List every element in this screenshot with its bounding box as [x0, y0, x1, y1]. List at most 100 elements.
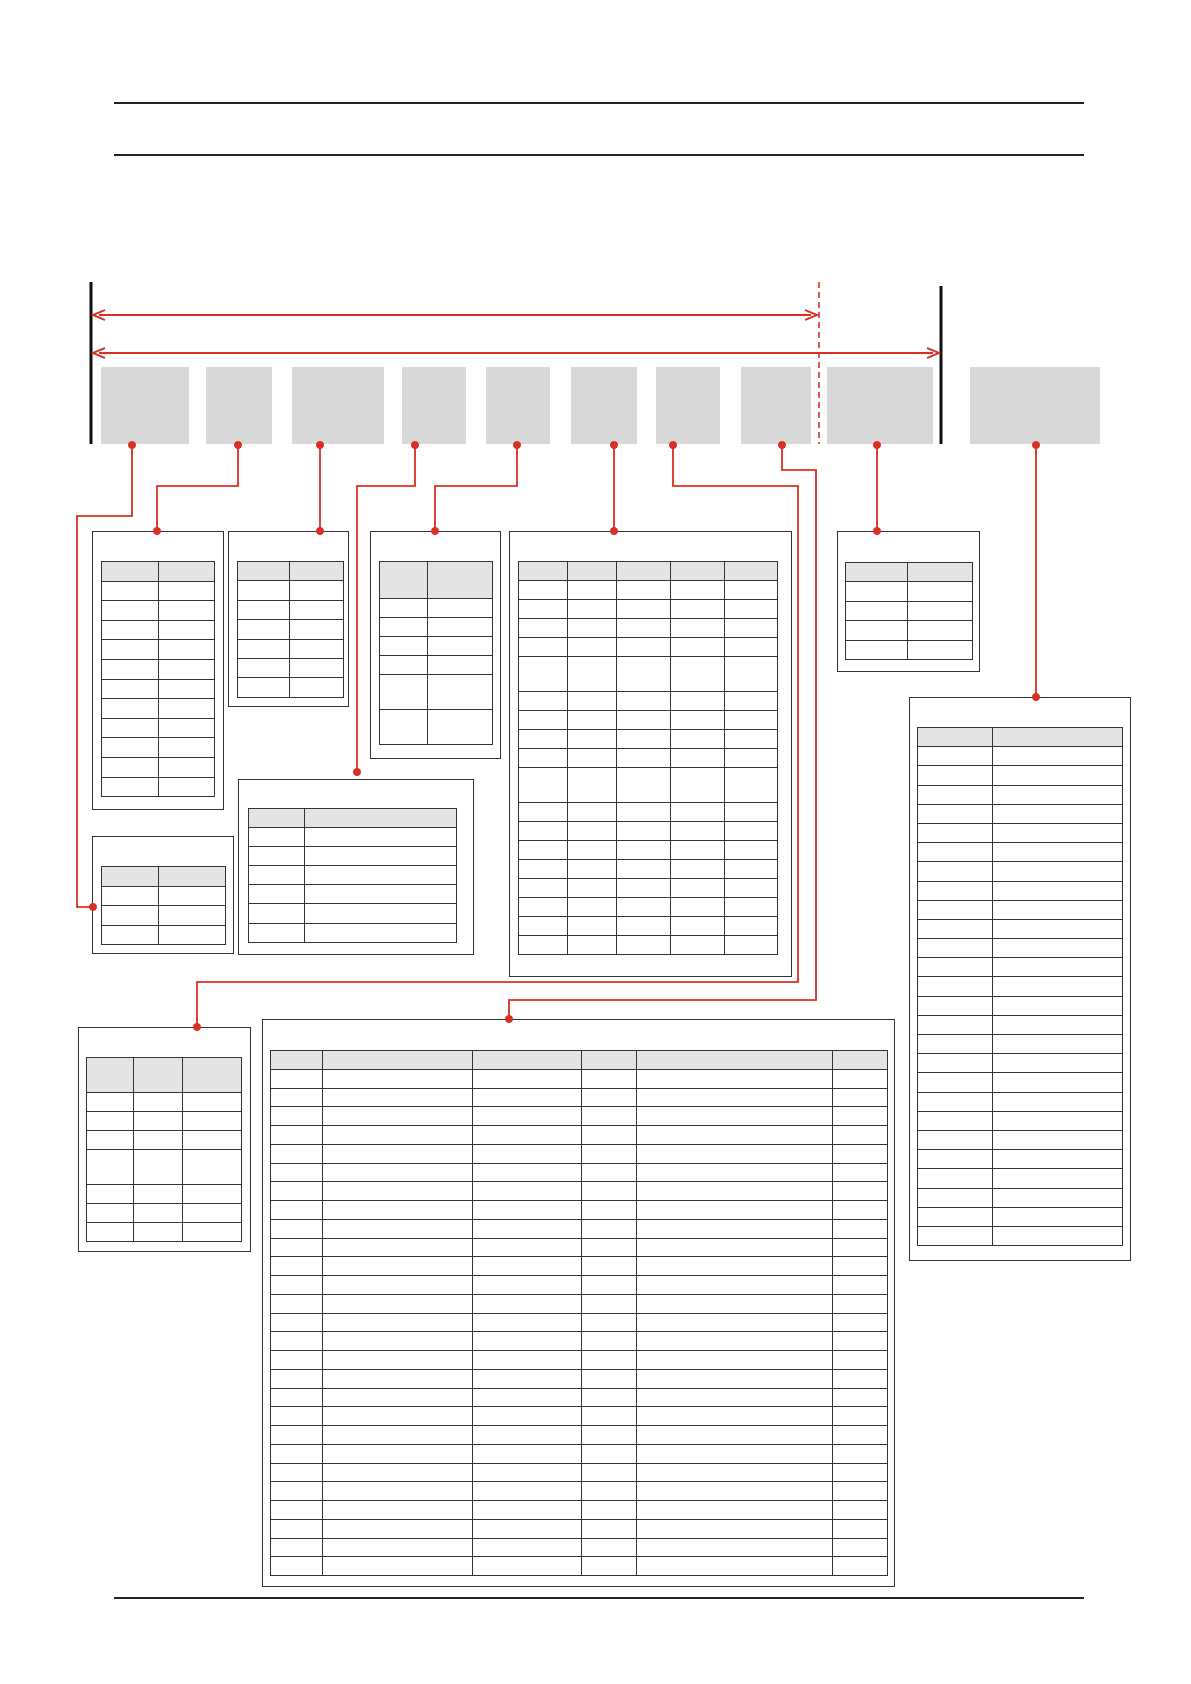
table-row [379, 674, 493, 710]
table-cell [472, 1312, 582, 1333]
detail-panel-segment-6-table [101, 866, 226, 945]
table-cell [636, 1481, 833, 1501]
table-cell [845, 561, 908, 583]
table-cell [567, 637, 617, 657]
table-cell [322, 1387, 473, 1408]
table-cell [518, 897, 568, 917]
table-cell [182, 1092, 242, 1112]
table-cell [581, 1106, 637, 1126]
table-cell [670, 637, 725, 657]
table-cell [670, 859, 725, 879]
table-row [237, 657, 344, 679]
table-cell [581, 1481, 637, 1501]
table-cell [472, 1293, 582, 1314]
table-row [518, 691, 778, 711]
table-row [518, 767, 778, 803]
table-cell [992, 938, 1123, 959]
table-row [917, 1149, 1123, 1170]
table-cell [581, 1237, 637, 1258]
table-row [917, 1014, 1123, 1036]
table-cell [472, 1425, 582, 1445]
table-cell [917, 995, 993, 1016]
segment-6-label [571, 367, 637, 397]
table-cell [518, 802, 568, 822]
table-cell [304, 922, 457, 943]
table-cell [472, 1518, 582, 1539]
table-cell [86, 1057, 134, 1093]
table-cell [158, 600, 215, 621]
table-cell [670, 618, 725, 638]
table-cell [992, 1072, 1123, 1093]
table-cell [86, 1184, 134, 1204]
table-cell [992, 995, 1123, 1016]
table-cell [289, 580, 344, 601]
table-cell [270, 1387, 323, 1408]
table-cell [616, 710, 671, 730]
table-cell [270, 1143, 323, 1164]
table-cell [518, 656, 568, 692]
table-row [86, 1130, 242, 1150]
table-cell [518, 748, 568, 768]
table-row [917, 765, 1123, 786]
table-cell [992, 726, 1123, 748]
table-cell [86, 1222, 134, 1242]
table-cell [616, 691, 671, 711]
table-row [917, 1187, 1123, 1208]
table-cell [917, 899, 993, 920]
table-cell [567, 802, 617, 822]
table-cell [322, 1312, 473, 1333]
table-row [86, 1149, 242, 1185]
table-row [101, 924, 226, 945]
table-row [845, 620, 973, 641]
table-cell [670, 802, 725, 822]
table-row [101, 678, 215, 700]
segment-9 [827, 367, 933, 444]
table-row [248, 903, 457, 924]
table-cell [917, 822, 993, 844]
table-cell [427, 674, 493, 710]
table-cell [670, 599, 725, 619]
table-cell [832, 1462, 888, 1483]
table-row [86, 1111, 242, 1131]
table-cell [581, 1312, 637, 1333]
table-cell [472, 1462, 582, 1483]
table-cell [270, 1425, 323, 1445]
table-cell [636, 1406, 833, 1426]
table-cell [567, 878, 617, 898]
table-row [518, 802, 778, 822]
table-row [270, 1350, 888, 1370]
table-cell [270, 1443, 323, 1464]
table-cell [322, 1200, 473, 1220]
table-cell [832, 1275, 888, 1295]
table-row [518, 637, 778, 657]
table-row [379, 617, 493, 637]
table-cell [581, 1275, 637, 1295]
table-cell [289, 560, 344, 582]
table-cell [158, 866, 226, 887]
table-cell [907, 639, 973, 660]
table-cell [636, 1050, 833, 1070]
table-cell [101, 619, 159, 641]
table-cell [636, 1518, 833, 1539]
table-cell [581, 1387, 637, 1408]
table-cell [616, 840, 671, 860]
table-row [917, 1053, 1123, 1074]
table-cell [237, 638, 290, 659]
table-cell [917, 746, 993, 767]
table-cell [907, 600, 973, 622]
table-row [237, 599, 344, 621]
table-row [518, 916, 778, 936]
table-cell [992, 957, 1123, 978]
table-row [270, 1068, 888, 1089]
table-cell [832, 1387, 888, 1408]
table-cell [616, 599, 671, 619]
table-cell [518, 710, 568, 730]
table-cell [518, 580, 568, 600]
table-cell [322, 1462, 473, 1483]
table-cell [724, 580, 778, 600]
table-cell [158, 639, 215, 660]
table-cell [182, 1057, 242, 1093]
table-row [379, 598, 493, 618]
table-cell [472, 1087, 582, 1108]
